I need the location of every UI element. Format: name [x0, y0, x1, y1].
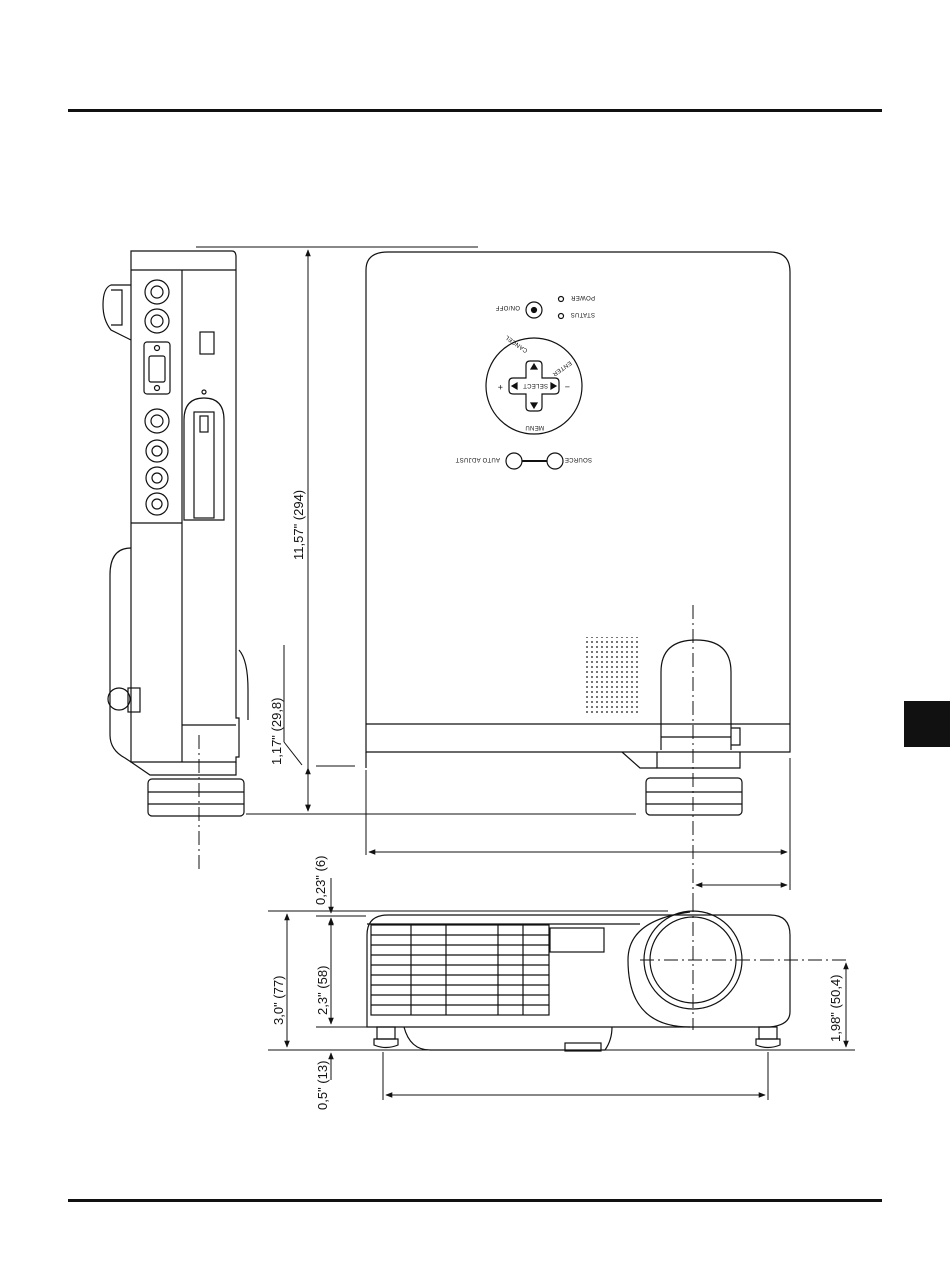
dim-body-height: 2,3" (58) [315, 966, 330, 1015]
dim-top-gap: 0,23" (6) [313, 856, 328, 905]
top-view [366, 252, 790, 815]
dim-lens-height: 1,98" (50,4) [828, 975, 843, 1043]
label-auto-adjust: AUTO ADJUST [455, 456, 500, 462]
label-select: SELECT [523, 382, 548, 388]
label-menu: MENU [525, 424, 544, 430]
label-enter: ENTER [551, 359, 573, 377]
dimension-labels: 11,57" (294) 1,17" (29,8) 0,23" (6) 3,0"… [269, 490, 843, 1110]
label-power: POWER [570, 294, 595, 300]
label-on-off: ON/OFF [496, 304, 520, 310]
label-status: STATUS [570, 311, 595, 317]
dim-overall-height: 3,0" (77) [271, 976, 286, 1025]
label-source: SOURCE [565, 456, 592, 462]
side-view [103, 251, 248, 870]
dim-height-total: 11,57" (294) [291, 490, 306, 560]
label-plus: + [497, 382, 503, 392]
dim-foot-offset: 1,17" (29,8) [269, 698, 284, 766]
dim-foot-height: 0,5" (13) [315, 1061, 330, 1110]
label-cancel: CANCEL [504, 333, 529, 353]
label-minus: − [564, 382, 570, 392]
